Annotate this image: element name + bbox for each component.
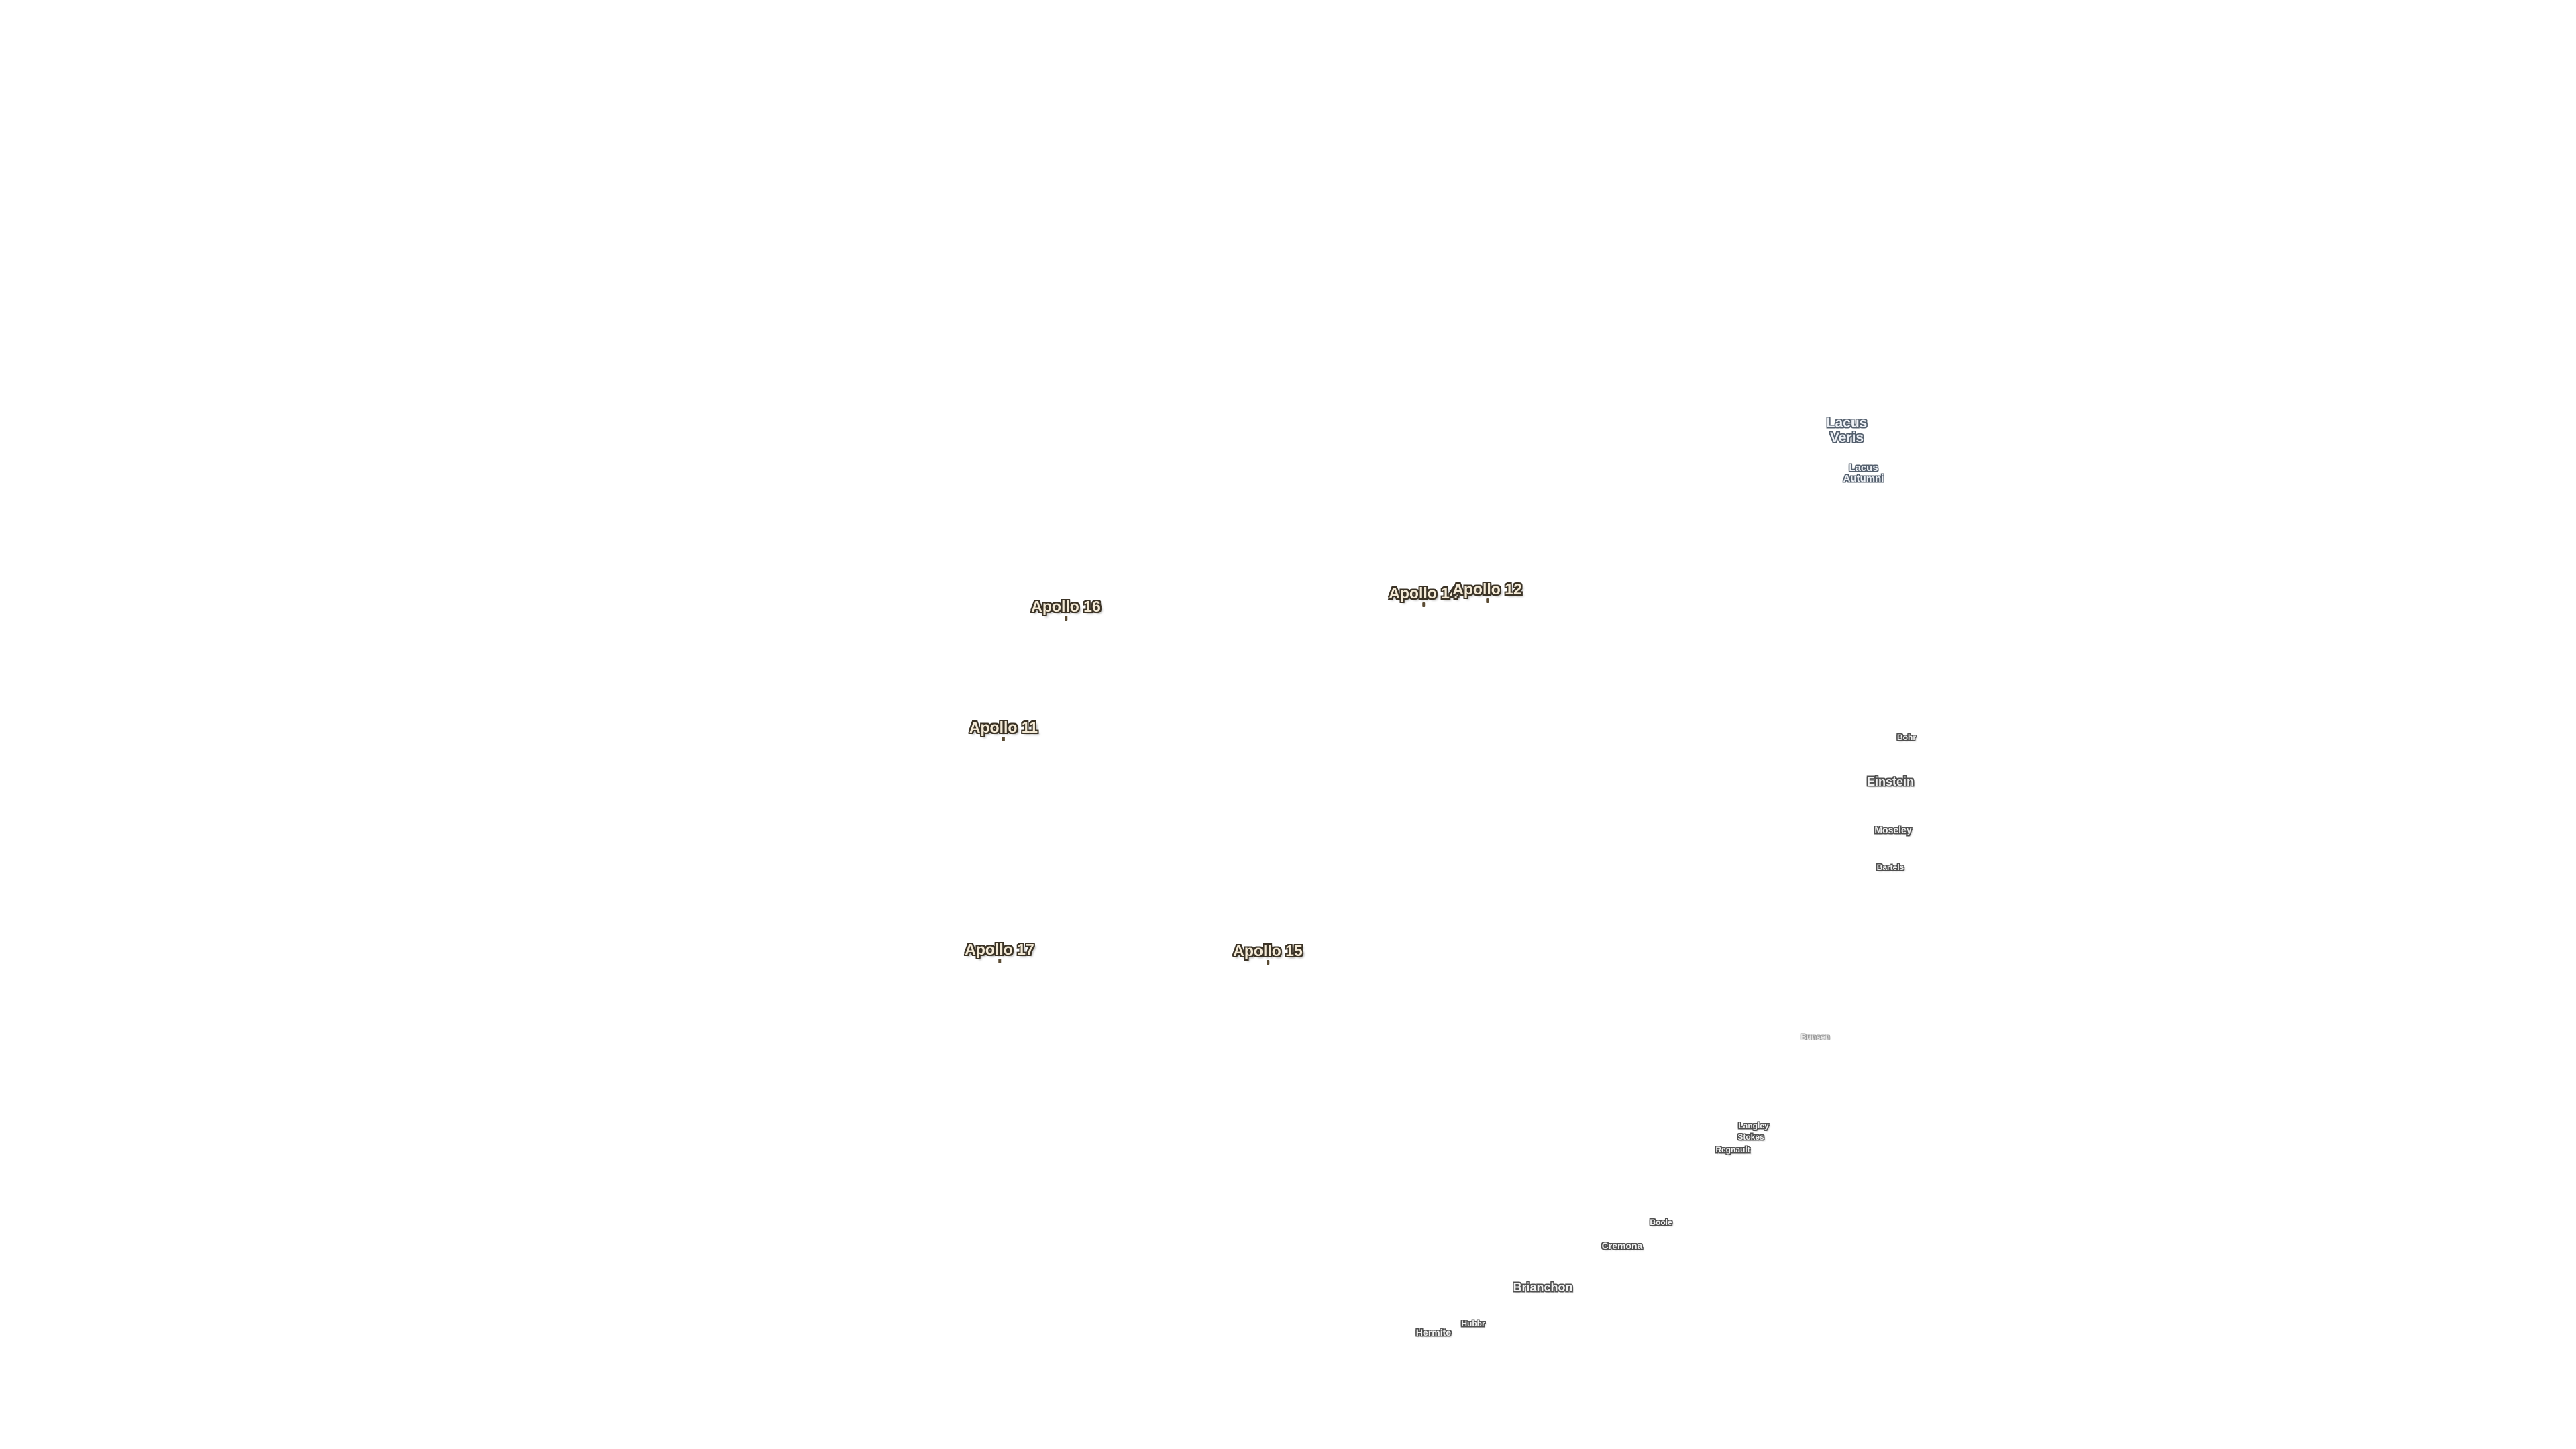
crater-label-hubbr[interactable]: Hubbr	[1461, 1319, 1485, 1328]
apollo-17-label[interactable]: Apollo 17	[965, 941, 1034, 964]
lacus-autumni-label[interactable]: Lacus Autumni	[1843, 463, 1884, 484]
lacus-veris-label[interactable]: Lacus Veris	[1826, 415, 1868, 446]
crater-label-brianchon[interactable]: Brianchon	[1513, 1281, 1573, 1294]
crater-label-langley[interactable]: Langley	[1738, 1121, 1769, 1130]
crater-label-boole[interactable]: Boole	[1650, 1218, 1672, 1227]
apollo-11-label[interactable]: Apollo 11	[969, 718, 1038, 742]
landing-site-marker-icon	[1266, 960, 1269, 965]
apollo-17-text: Apollo 17	[965, 941, 1034, 958]
landing-site-marker-icon	[998, 959, 1001, 964]
crater-label-regnault[interactable]: Regnault	[1715, 1145, 1750, 1155]
lacus-veris-line1: Lacus	[1826, 415, 1868, 431]
apollo-12-label[interactable]: Apollo 12	[1452, 580, 1522, 604]
crater-label-hermite[interactable]: Hermite	[1415, 1327, 1452, 1338]
crater-label-moseley[interactable]: Moseley	[1874, 824, 1912, 835]
apollo-14-text: Apollo 14	[1389, 584, 1458, 602]
apollo-14-label[interactable]: Apollo 14	[1389, 584, 1458, 608]
landing-site-marker-icon	[1421, 602, 1425, 608]
apollo-15-text: Apollo 15	[1233, 942, 1303, 959]
crater-label-bartels[interactable]: Bartels	[1876, 863, 1904, 872]
apollo-16-text: Apollo 16	[1031, 598, 1101, 615]
apollo-11-text: Apollo 11	[969, 718, 1038, 736]
crater-label-bohr[interactable]: Bohr	[1897, 733, 1916, 742]
apollo-16-label[interactable]: Apollo 16	[1031, 598, 1101, 621]
crater-label-stokes[interactable]: Stokes	[1737, 1132, 1764, 1142]
lacus-veris-line2: Veris	[1829, 430, 1864, 446]
landing-site-marker-icon	[1064, 616, 1067, 621]
landing-site-marker-icon	[1485, 598, 1489, 604]
crater-label-cremona[interactable]: Cremona	[1601, 1240, 1643, 1251]
apollo-12-text: Apollo 12	[1452, 580, 1522, 598]
crater-label-bunsen[interactable]: Bunsen	[1800, 1032, 1831, 1042]
crater-label-einstein[interactable]: Einstein	[1866, 775, 1915, 788]
landing-site-marker-icon	[1002, 737, 1005, 742]
lacus-autumni-line2: Autumni	[1843, 472, 1884, 484]
apollo-15-label[interactable]: Apollo 15	[1233, 942, 1303, 965]
lacus-autumni-line1: Lacus	[1849, 462, 1878, 474]
